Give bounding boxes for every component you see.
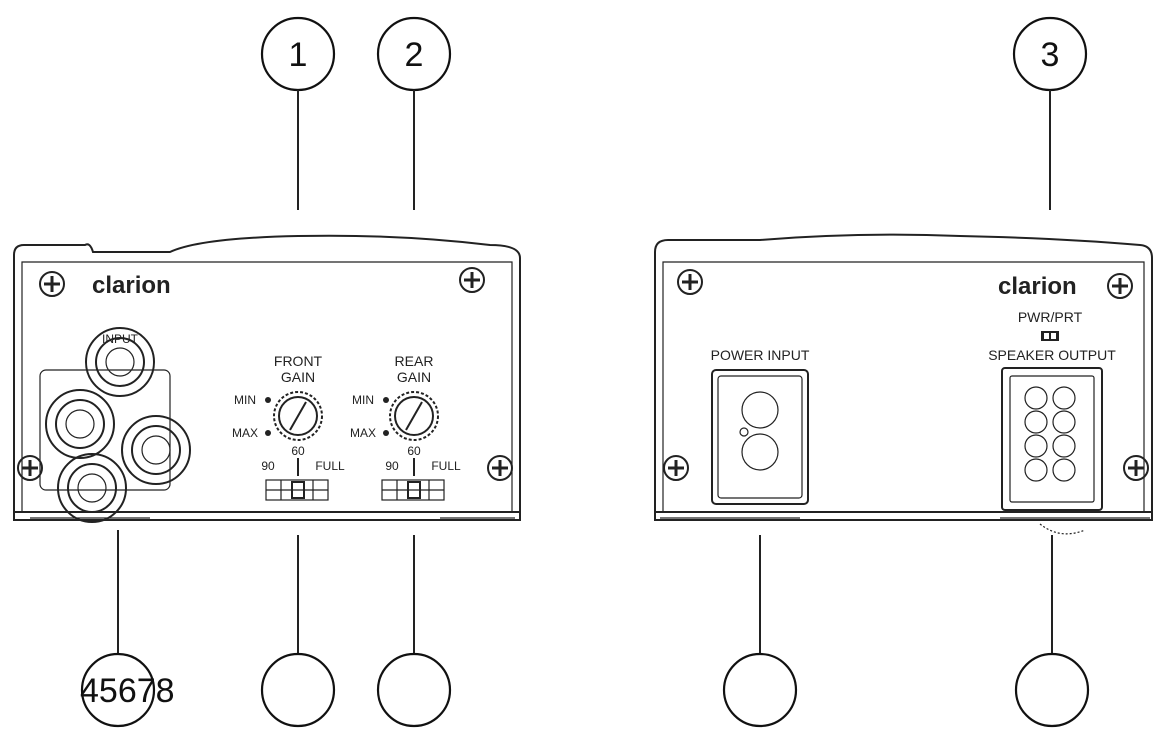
- callout-3: 3: [1012, 16, 1088, 210]
- front-gain-knob: [273, 391, 323, 441]
- rear-gain-left: 90: [385, 459, 399, 473]
- front-gain-label-2: GAIN: [281, 369, 315, 385]
- front-gain-control: FRONT GAIN MIN MAX 60 90 FULL: [232, 353, 345, 501]
- rear-gain-min: MIN: [352, 393, 374, 407]
- rear-gain-max: MAX: [350, 426, 376, 440]
- rear-gain-control: REAR GAIN MIN MAX 60 90 FULL: [350, 353, 461, 501]
- callout-2-number: 2: [405, 36, 424, 74]
- front-gain-min: MIN: [234, 393, 256, 407]
- speaker-output-label: SPEAKER OUTPUT: [988, 347, 1116, 363]
- rear-gain-mid: 60: [407, 444, 421, 458]
- rear-gain-label-1: REAR: [395, 353, 434, 369]
- callout-1: 1: [260, 16, 336, 210]
- screw-icon: [1107, 273, 1133, 299]
- rear-brand-logo: clarion: [998, 273, 1077, 300]
- rear-crossover-switch: [381, 479, 445, 501]
- screw-icon: [1123, 455, 1149, 481]
- callout-bottom-1: [80, 530, 156, 728]
- callout-bottom-2: [260, 535, 336, 728]
- screw-icon: [487, 455, 513, 481]
- combined-callout-numbers: 45678: [80, 672, 175, 710]
- front-panel: clarion INPU: [13, 234, 521, 523]
- callout-3-number: 3: [1041, 36, 1060, 74]
- power-input-label: POWER INPUT: [711, 347, 810, 363]
- rear-gain-right: FULL: [431, 459, 461, 473]
- rca-jack: [57, 453, 127, 523]
- screw-icon: [17, 455, 43, 481]
- screw-icon: [459, 267, 485, 293]
- front-gain-left: 90: [261, 459, 275, 473]
- rear-gain-label-2: GAIN: [397, 369, 431, 385]
- rear-panel: clarion PWR/PRT SPEAKER OUTPUT POWER INP…: [654, 233, 1153, 535]
- rca-jack: [85, 327, 155, 397]
- power-input-terminal: [711, 369, 809, 505]
- rear-gain-knob: [389, 391, 439, 441]
- front-gain-max: MAX: [232, 426, 258, 440]
- front-gain-label-1: FRONT: [274, 353, 323, 369]
- screw-icon: [663, 455, 689, 481]
- front-brand-logo: clarion: [92, 272, 171, 299]
- front-gain-mid: 60: [291, 444, 305, 458]
- front-crossover-switch: [265, 479, 329, 501]
- pwr-prt-label: PWR/PRT: [1018, 309, 1083, 325]
- speaker-output-terminal: [1001, 367, 1103, 511]
- callout-1-number: 1: [289, 36, 308, 74]
- rca-jack: [45, 389, 115, 459]
- callout-bottom-4: [722, 535, 798, 728]
- screw-icon: [39, 271, 65, 297]
- screw-icon: [677, 269, 703, 295]
- speaker-terminal-holes: [1024, 386, 1076, 482]
- input-label: INPUT: [102, 332, 139, 346]
- callout-2: 2: [376, 16, 452, 210]
- rca-input-jacks: INPUT: [39, 327, 191, 523]
- front-gain-right: FULL: [315, 459, 345, 473]
- rca-jack: [121, 415, 191, 485]
- led-indicator: [1041, 331, 1059, 341]
- callout-bottom-5: [1014, 535, 1090, 728]
- callout-bottom-3: [376, 535, 452, 728]
